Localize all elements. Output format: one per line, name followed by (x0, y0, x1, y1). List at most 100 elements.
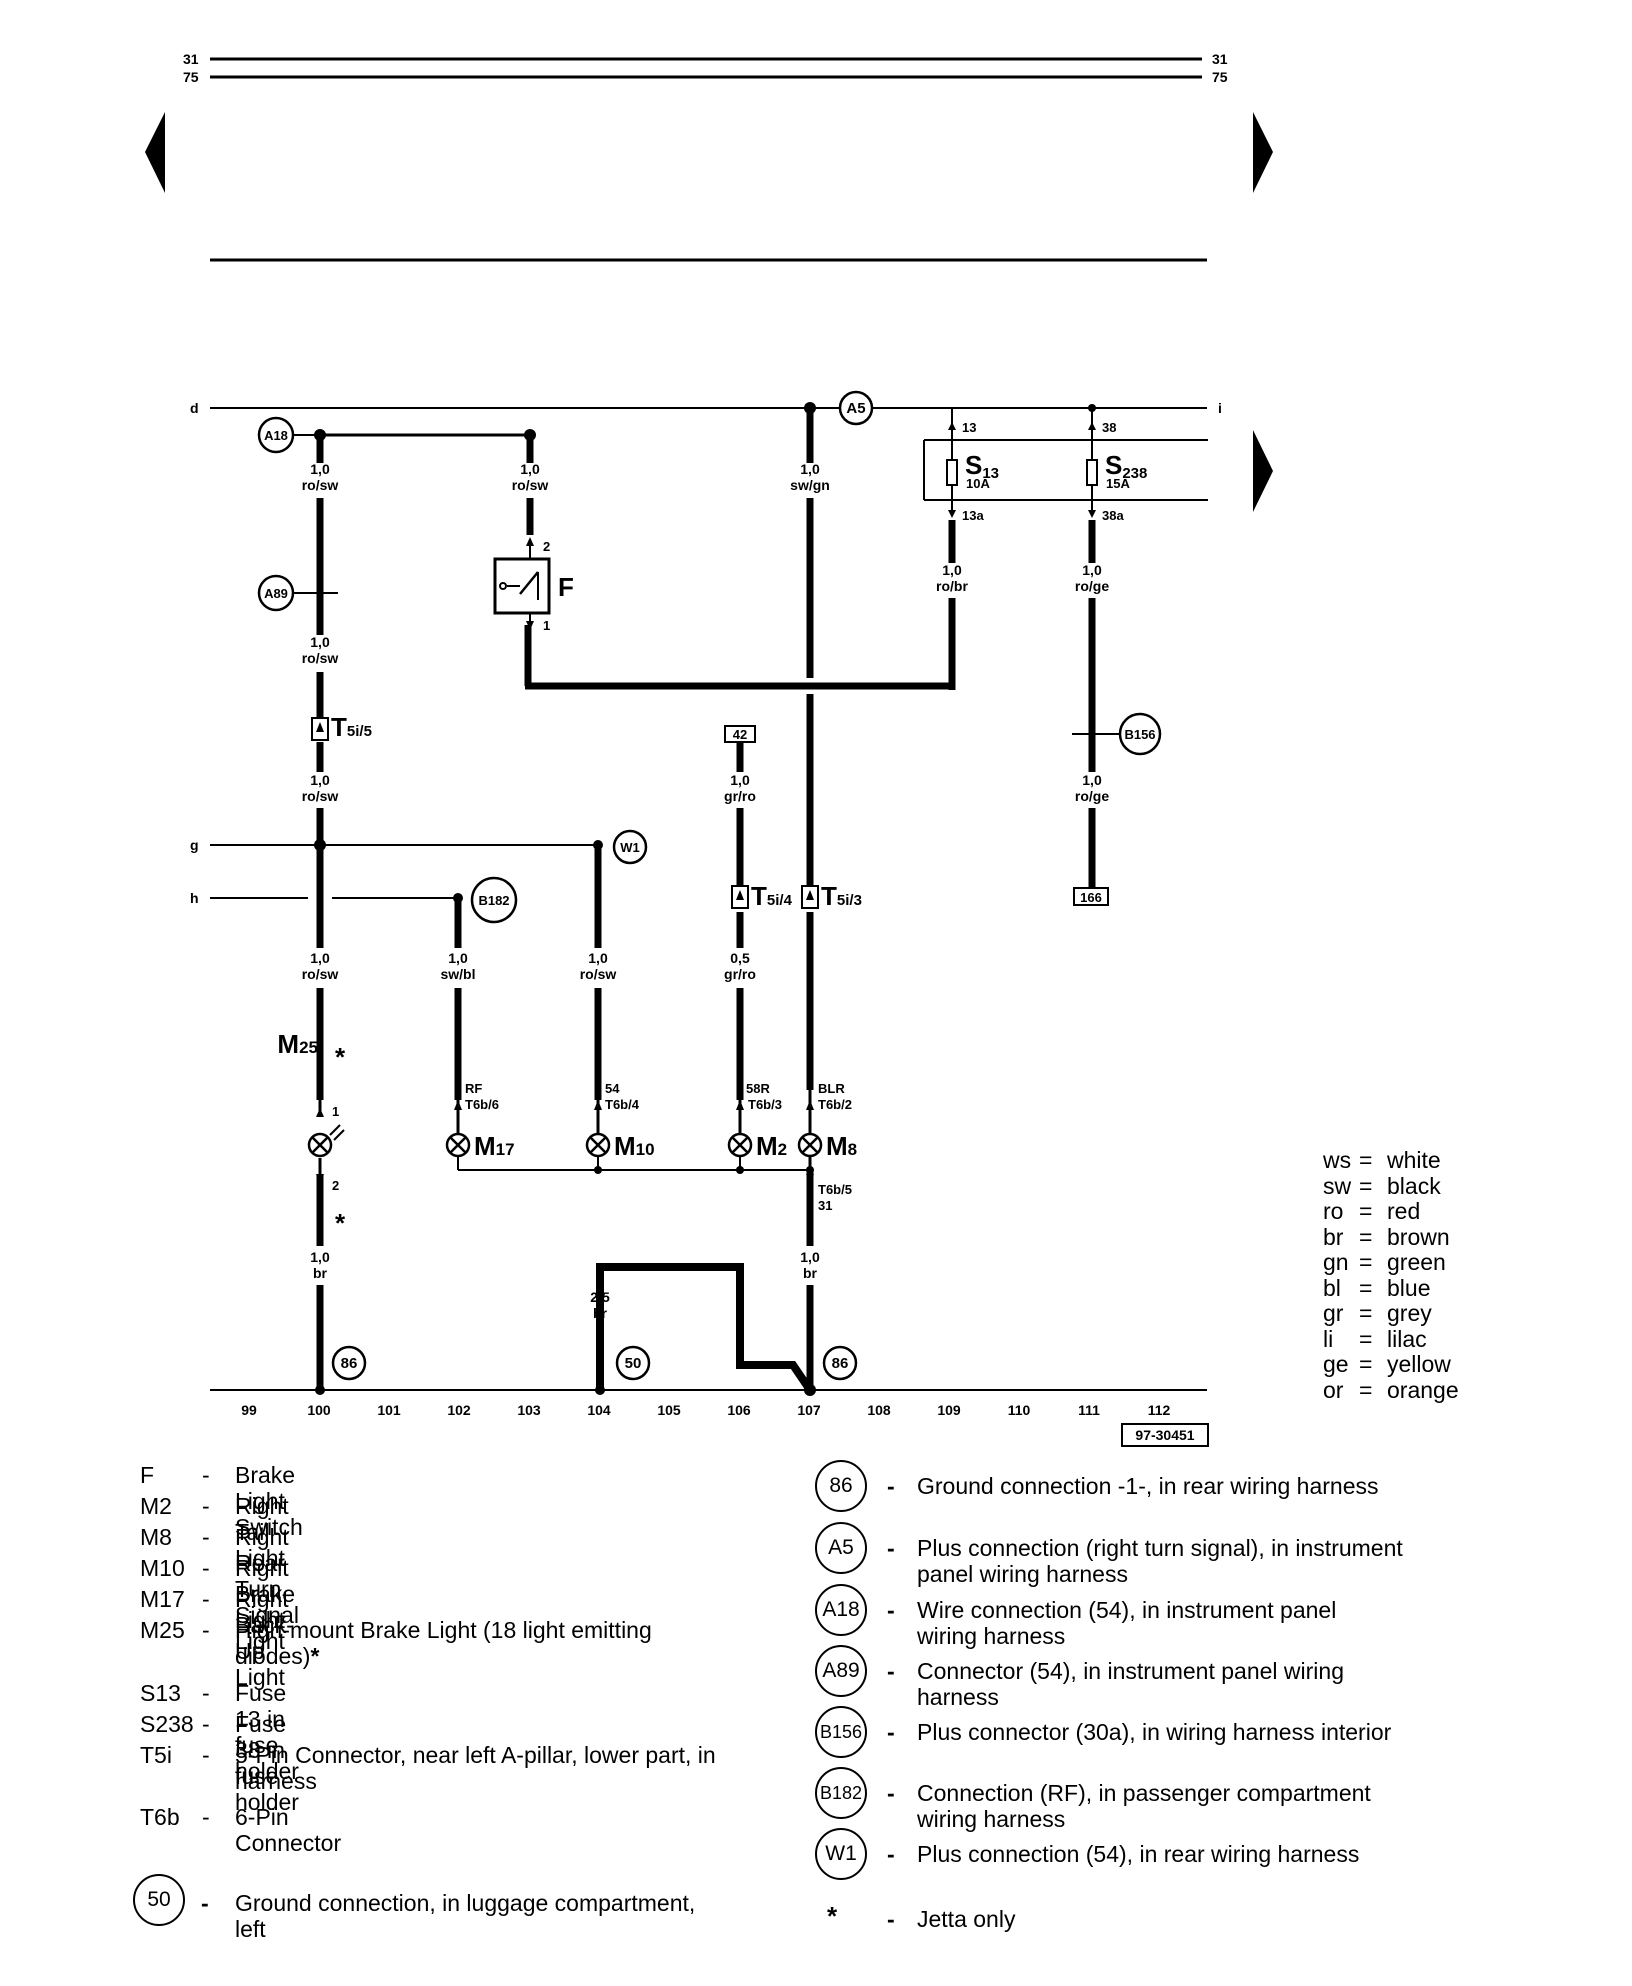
connector-a5: A5 (810, 390, 874, 426)
terminal-31-right: 31 (1212, 51, 1228, 67)
svg-text:T6b/4: T6b/4 (605, 1097, 640, 1112)
svg-text:1,0: 1,0 (310, 950, 330, 966)
lamp-m17: RF T6b/6 M17 (445, 1081, 515, 1170)
fuse-s13: 13 13a S13 10A (946, 408, 999, 690)
svg-text:110: 110 (1008, 1402, 1031, 1418)
ground-50: 50 (615, 1345, 651, 1381)
svg-text:1,0: 1,0 (310, 634, 330, 650)
svg-text:ro/sw: ro/sw (580, 966, 617, 982)
svg-text:1,0: 1,0 (800, 1249, 820, 1265)
lamp-m25: M25 1 2 (277, 1029, 345, 1193)
svg-text:T6b/5: T6b/5 (818, 1182, 852, 1197)
color-key-row: ro=red (1323, 1198, 1421, 1224)
svg-text:109: 109 (937, 1402, 961, 1418)
fuse-s238-name: S238 (1105, 450, 1147, 482)
svg-text:104: 104 (587, 1402, 611, 1418)
connector-b156: B156 (1118, 712, 1162, 756)
wire-column-106: 42 (724, 725, 756, 1100)
next-page-arrow-icon[interactable] (1253, 112, 1273, 193)
ground-86-left: 86 (331, 1345, 367, 1381)
fuse-holder (923, 439, 1208, 501)
wire-column-103 (524, 435, 955, 690)
switch-label: F (558, 572, 574, 602)
svg-text:107: 107 (797, 1402, 821, 1418)
connector-a89: A89 (257, 574, 295, 612)
svg-text:54: 54 (605, 1081, 620, 1096)
svg-text:31: 31 (818, 1198, 832, 1213)
wire-labels: 1,0 ro/sw 1,0 ro/sw 1,0 sw/gn 1,0 ro/sw … (302, 461, 1110, 1321)
svg-text:gr/ro: gr/ro (724, 966, 756, 982)
connector-w1: W1 (612, 829, 648, 865)
svg-text:B182: B182 (478, 893, 509, 908)
svg-text:ro/sw: ro/sw (512, 477, 549, 493)
svg-text:br: br (803, 1265, 818, 1281)
svg-text:A89: A89 (264, 586, 288, 601)
svg-text:1,0: 1,0 (1082, 562, 1102, 578)
svg-text:ro/sw: ro/sw (302, 477, 339, 493)
svg-text:ro/ge: ro/ge (1075, 788, 1109, 804)
svg-text:99: 99 (241, 1402, 257, 1418)
plug-t5i5: T5i/5 (311, 712, 372, 742)
asterisk-bottom: * (335, 1208, 346, 1238)
svg-text:102: 102 (447, 1402, 471, 1418)
terminal-75-left: 75 (183, 69, 199, 85)
terminal-31-left: 31 (183, 51, 199, 67)
bus-label-i: i (1218, 400, 1222, 416)
fuse-s13-pin-in: 13 (962, 420, 976, 435)
svg-text:ro/sw: ro/sw (302, 966, 339, 982)
svg-text:1,0: 1,0 (310, 1249, 330, 1265)
color-key-row: li=lilac (1323, 1325, 1427, 1352)
svg-text:sw/bl: sw/bl (440, 966, 475, 982)
svg-text:M2: M2 (756, 1131, 787, 1161)
svg-text:RF: RF (465, 1081, 482, 1096)
svg-text:ro/br: ro/br (936, 578, 968, 594)
svg-text:1,0: 1,0 (1082, 772, 1102, 788)
svg-text:1,0: 1,0 (588, 950, 608, 966)
svg-text:1,0: 1,0 (800, 461, 820, 477)
svg-text:gr/ro: gr/ro (724, 788, 756, 804)
svg-text:111: 111 (1078, 1402, 1100, 1418)
continue-arrow-icon[interactable] (1253, 430, 1273, 512)
svg-text:A5: A5 (846, 400, 865, 417)
svg-text:T6b/2: T6b/2 (818, 1097, 852, 1112)
fuse-s238-rating: 15A (1106, 476, 1130, 491)
color-key-row: sw=black (1323, 1172, 1441, 1199)
svg-text:101: 101 (377, 1402, 401, 1418)
wire-column-100 (290, 429, 536, 1390)
svg-text:T6b/3: T6b/3 (748, 1097, 782, 1112)
svg-text:0,5: 0,5 (730, 950, 750, 966)
lamp-ground-wire: T6b/5 31 (458, 1156, 852, 1213)
plug-t5i4: T5i/4 (731, 881, 793, 911)
asterisk-top: * (335, 1042, 346, 1072)
fuse-s238-pin-out: 38a (1102, 508, 1124, 523)
svg-text:1,0: 1,0 (310, 772, 330, 788)
color-key-row: br=brown (1323, 1223, 1450, 1250)
lamp-m8: BLR T6b/2 M8 (797, 1081, 857, 1161)
bus-lines: d i g h (190, 400, 1222, 906)
svg-text:br: br (313, 1265, 328, 1281)
svg-text:106: 106 (727, 1402, 751, 1418)
svg-text:103: 103 (517, 1402, 541, 1418)
brake-light-switch: 2 1 F (493, 537, 574, 633)
fuse-s13-name: S13 (965, 450, 999, 482)
fuse-s13-rating: 10A (966, 476, 990, 491)
svg-text:M17: M17 (474, 1131, 515, 1161)
lamp-m10: 54 T6b/4 M10 (585, 1081, 655, 1170)
color-key-row: ge=yellow (1323, 1351, 1451, 1377)
svg-text:1,0: 1,0 (448, 950, 468, 966)
svg-text:105: 105 (657, 1402, 681, 1418)
svg-text:W1: W1 (620, 840, 640, 855)
connector-a18: A18 (257, 416, 320, 454)
svg-text:M10: M10 (614, 1131, 655, 1161)
svg-text:B156: B156 (1124, 727, 1155, 742)
prev-page-arrow-icon[interactable] (145, 112, 165, 193)
svg-text:1,0: 1,0 (730, 772, 750, 788)
svg-text:100: 100 (307, 1402, 331, 1418)
bus-label-g: g (190, 837, 199, 853)
ground-86-right: 86 (822, 1345, 858, 1381)
svg-text:58R: 58R (746, 1081, 770, 1096)
svg-text:T5i/5: T5i/5 (331, 712, 372, 742)
svg-text:108: 108 (867, 1402, 891, 1418)
color-key-row: or=orange (1323, 1376, 1459, 1403)
